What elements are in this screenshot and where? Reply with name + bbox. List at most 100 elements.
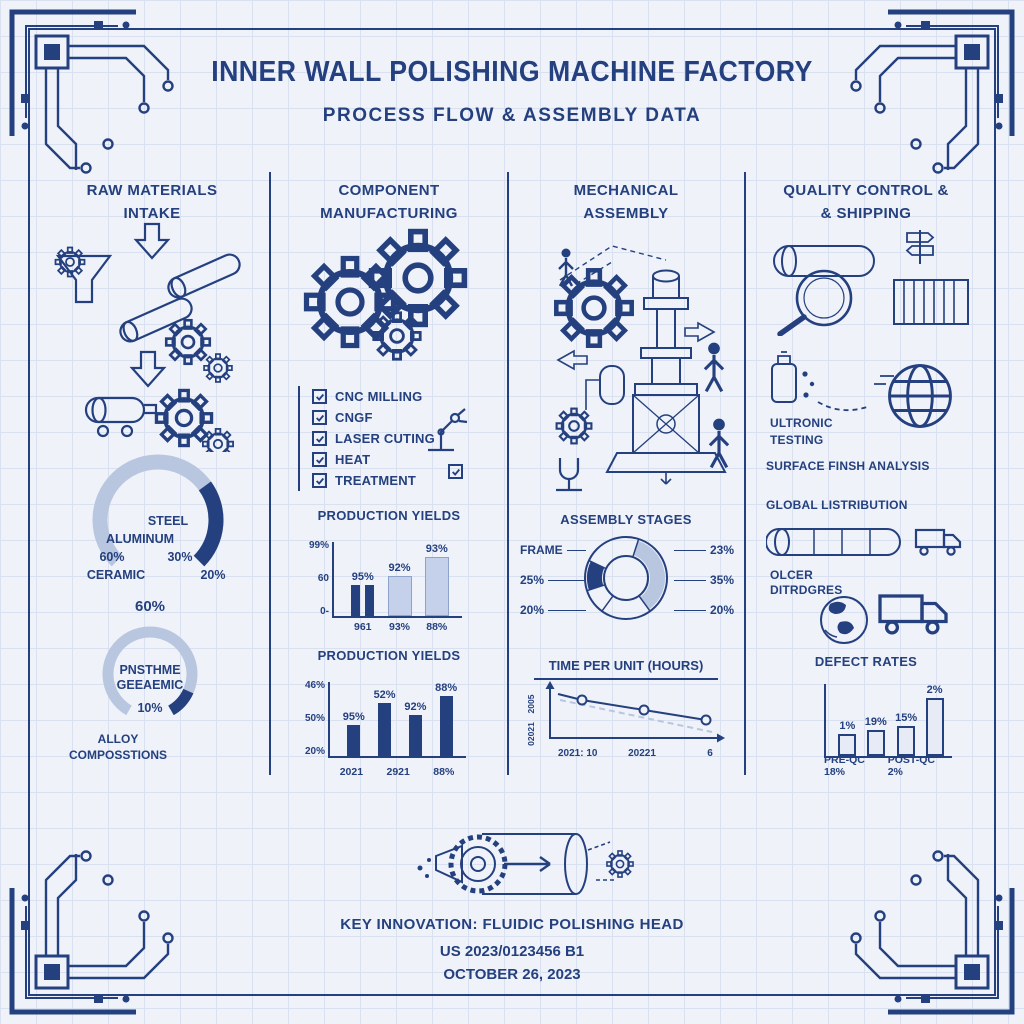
column-title: MECHANICAL ASSEMBLY [508,180,744,225]
donut-label-text: 20% [709,603,734,617]
checkbox-checked-icon [312,452,327,467]
bars: 1%19%15%2% [830,684,952,756]
bar-group: 52% [374,682,396,756]
donut-divider [601,595,614,612]
checklist-item: CNGF [312,407,435,428]
data-point [638,704,650,716]
gear-icon [372,311,422,361]
gear-icon [606,850,634,878]
column-title: COMPONENT MANUFACTURING [272,180,506,225]
bar-value-label: 93% [425,542,448,555]
chart-plot: 1%19%15%2% [824,684,952,758]
checklist-label: CNGF [335,410,373,425]
bar [897,725,916,756]
bar-value-label: 88% [435,682,458,694]
arrow-right-icon [556,349,588,371]
y-axis-tick: 60 [317,573,329,584]
page-subtitle: PROCESS FLOW & ASSEMBLY DATA [322,105,702,126]
gear-icon [203,353,233,383]
globe-continents-icon [820,596,868,644]
donut-divider [586,584,606,592]
checklist-item: LASER CUTING [312,428,435,449]
bar-value-label: 15% [895,711,918,724]
bar-group: 19% [865,684,887,756]
donut-label-text: FRAME [520,543,563,557]
column-divider [507,172,509,775]
gear-icon [372,232,465,325]
column-title-line2: MANUFACTURING [320,204,458,222]
globe-truck-icons [820,594,948,644]
pipe-icon [119,297,193,343]
bar [925,698,944,756]
bar [408,714,422,756]
y-axis-label: 2005 [526,694,536,713]
bar [866,730,885,756]
qc-text-global-distribution: GLOBAL LISTRIBUTION [766,498,908,512]
gauge-label-ceramic: CERAMIC [86,568,146,582]
x-axis-tick: PRE-QC 18% [824,754,865,778]
checklist-item: HEAT [312,449,435,470]
bar-x-label: 88% [426,621,448,633]
patent-date-text: OCTOBER 26, 2023 [443,966,581,983]
axes [549,686,720,739]
nozzle-icon [435,844,463,884]
wind-lines-icon [874,375,894,385]
x-axis-arrow [717,733,725,743]
shipping-container-icon [893,279,969,325]
patent-number-text: US 2023/0123456 B1 [439,943,585,960]
fluidic-polishing-head-illustration [417,833,634,895]
leader-line [674,609,706,611]
process-checklist: CNC MILLING CNGF LASER CUTING HEAT TREAT… [298,386,435,491]
donut-label: 35% [674,573,734,587]
x-axis-tick: 2921 [386,766,410,778]
gear-icon [555,407,593,445]
bar [378,702,392,756]
qc-text-olcer: OLCER [770,568,813,582]
leader-line [566,549,586,551]
donut-label-text: 23% [709,543,734,557]
testing-global-icons [771,351,952,428]
gauge-track [92,454,224,567]
gear-icon [54,246,86,278]
column-title: RAW MATERIALS INTAKE [36,180,268,225]
gear-icon [164,318,212,366]
donut-segment [632,540,665,610]
bar [838,734,857,756]
truck-icon [914,528,962,556]
raw-materials-icons [54,222,241,452]
donut-divider [638,595,651,612]
bar-group: 92%93% [387,542,412,633]
column-title-line1: COMPONENT [338,182,440,199]
y-axis-tick: 20% [304,746,325,757]
y-axis-tick: 46% [304,680,325,691]
bars: 95%52%92%88% [334,682,466,756]
checkbox-checked-icon [312,389,327,404]
production-yields-title-2: PRODUCTION YIELDS [317,648,461,663]
gauge-center-value: 60% [134,598,166,615]
donut-divider [632,538,640,558]
defect-rates-title: DEFECT RATES [814,654,918,669]
x-axis-label: 6 [707,748,713,759]
assembly-stages-donut-chart [584,536,668,620]
checklist-label: TREATMENT [335,473,416,488]
tool-icon [556,478,582,492]
x-axis-tick: 2021 [339,766,364,778]
leader-line [674,579,706,581]
bar-group: 92% [404,682,426,756]
alloy-compositions-caption: ALLOY COMPOSSTIONS [53,732,183,763]
qc-text-ultronic: ULTRONIC [770,416,833,430]
arrow-down-icon [133,222,171,260]
assembly-machine-illustration [516,245,730,492]
section-raw-materials-intake: RAW MATERIALS INTAKE [36,176,268,780]
pipe-shipping-icons [766,528,962,556]
bar-value-label: 2% [926,684,943,696]
x-axis-tick: 88% [433,766,455,778]
roller-machine-icon [84,396,158,438]
y-axis-label: 02021 [526,722,536,746]
x-axis-label: 2021: 10 [558,748,598,759]
section-component-manufacturing: COMPONENT MANUFACTURING CNC MILLING CNGF… [272,176,506,780]
gear-icon [154,388,214,448]
gauge2-value: 10% [137,701,163,715]
checkbox-checked-icon [312,431,327,446]
